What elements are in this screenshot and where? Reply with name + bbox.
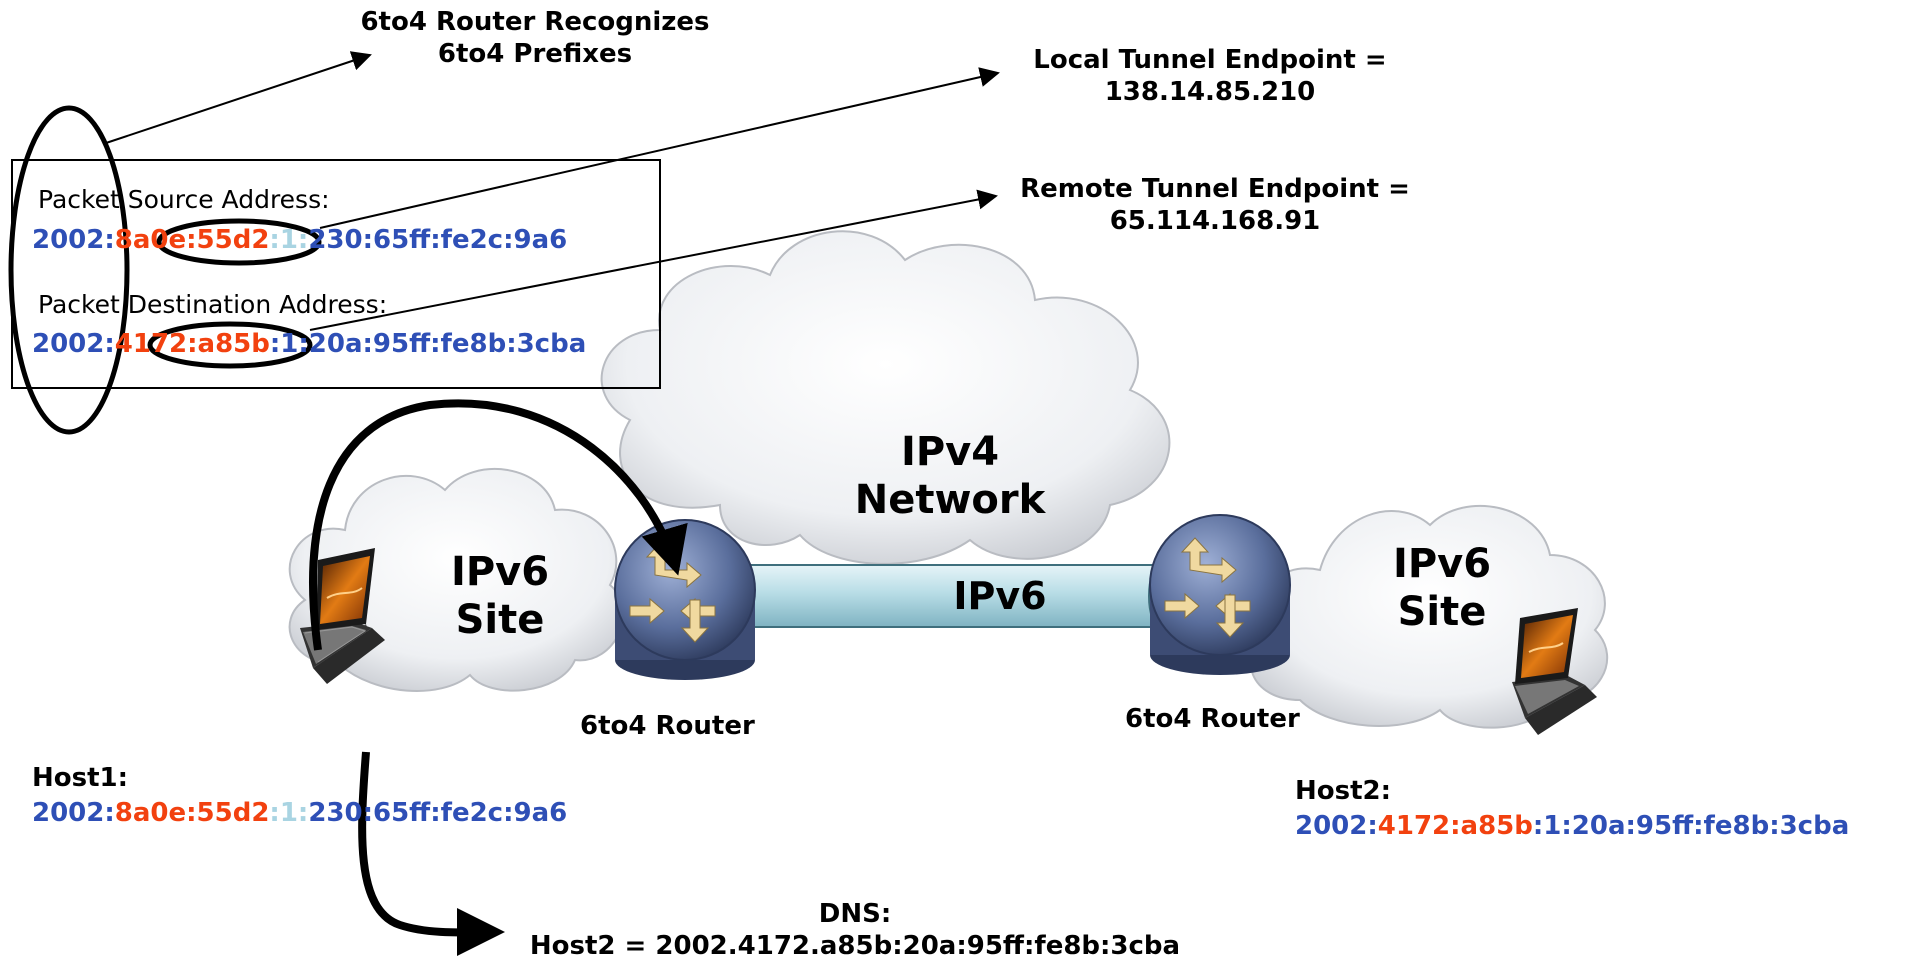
source-ipv4-highlight-ellipse [156,218,322,266]
ipv4-network-line1: IPv4 [900,429,1000,475]
host2-laptop-icon [1512,608,1597,735]
host1-address: 2002:8a0e:55d2:1:230:65ff:fe2c:9a6 [32,798,568,828]
ipv4-network-label: IPv4 Network [830,428,1070,524]
recognizes-line2: 6to4 Prefixes [437,39,633,69]
left-router-label: 6to4 Router [580,711,755,741]
remote-endpoint-line2: 65.114.168.91 [1109,206,1321,236]
left-site-line1: IPv6 [450,549,550,595]
remote-endpoint-line1: Remote Tunnel Endpoint = [1020,174,1410,204]
remote-endpoint-arrow [309,189,998,331]
ipv4-network-line2: Network [854,477,1046,523]
packet-destination-address: 2002:4172:a85b:1:20a:95ff:fe8b:3cba [32,329,587,359]
host1-label: Host1: [32,763,129,793]
host2-address: 2002:4172:a85b:1:20a:95ff:fe8b:3cba [1295,811,1850,841]
left-site-label: IPv6 Site [425,548,575,644]
local-endpoint-line1: Local Tunnel Endpoint = [1033,45,1387,75]
host2-label: Host2: [1295,776,1392,806]
right-router-label: 6to4 Router [1125,704,1300,734]
host1-laptop-icon [300,548,385,684]
dns-record: Host2 = 2002.4172.a85b:20a:95ff:fe8b:3cb… [529,931,1181,961]
recognizes-callout: 6to4 Router Recognizes 6to4 Prefixes [330,6,740,70]
packet-source-label: Packet Source Address: [38,185,330,214]
ipv4-network-cloud [600,230,1171,565]
dns-label: DNS: [818,899,892,929]
right-site-label: IPv6 Site [1367,540,1517,636]
right-site-line2: Site [1397,589,1487,635]
tunnel-label: IPv6 [953,574,1047,618]
recognizes-arrow [105,51,372,144]
prefix-highlight-ellipse [8,105,130,435]
host-to-router-curved-arrow [309,399,688,651]
packet-source-address: 2002:8a0e:55d2:1:230:65ff:fe2c:9a6 [32,225,568,255]
packet-destination-label: Packet Destination Address: [38,290,388,319]
remote-endpoint-callout: Remote Tunnel Endpoint = 65.114.168.91 [1010,173,1420,237]
left-site-line2: Site [455,597,545,643]
dns-callout: DNS: Host2 = 2002.4172.a85b:20a:95ff:fe8… [505,898,1205,962]
local-endpoint-line2: 138.14.85.210 [1104,77,1316,107]
right-6to4-router-icon [1149,514,1291,675]
recognizes-line1: 6to4 Router Recognizes [360,7,710,37]
right-site-line1: IPv6 [1392,541,1492,587]
local-endpoint-arrow [319,67,1000,229]
left-6to4-router-icon [614,519,756,680]
dns-lookup-curved-arrow [358,751,505,957]
local-endpoint-callout: Local Tunnel Endpoint = 138.14.85.210 [1025,44,1395,108]
dest-ipv4-highlight-ellipse [147,321,313,369]
